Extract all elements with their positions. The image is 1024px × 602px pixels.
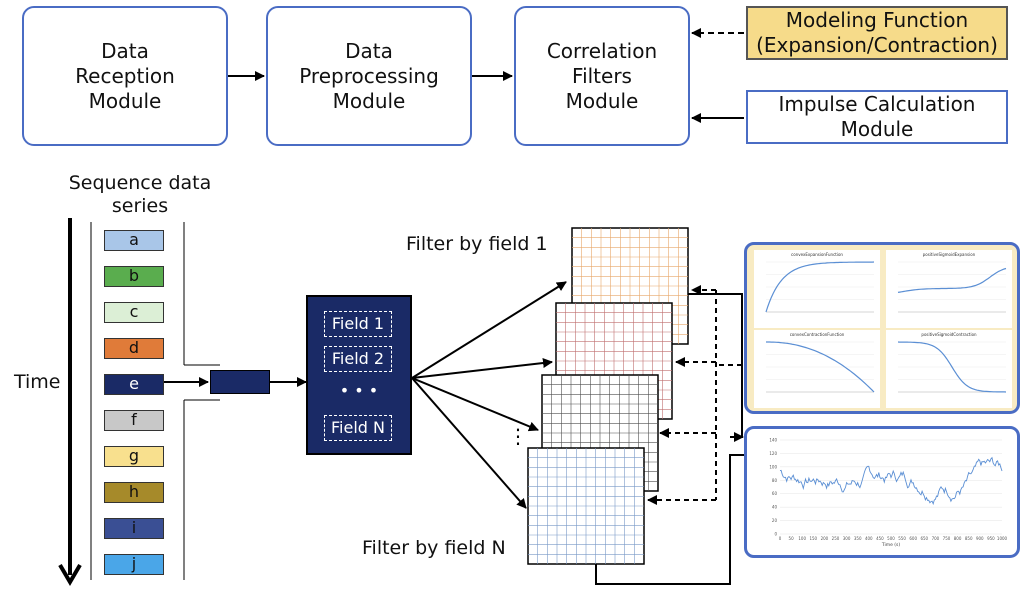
fields-panel bbox=[306, 295, 412, 455]
sequence-item-d: d bbox=[104, 338, 164, 359]
chart-sigmoid-expansion: positiveSigmoidExpansion bbox=[886, 250, 1012, 328]
impulse-calculation-label: Impulse Calculation Module bbox=[778, 92, 976, 141]
filters-vertical-dots: ⋮ bbox=[508, 424, 528, 448]
modeling-function-label: Modeling Function (Expansion/Contraction… bbox=[756, 8, 998, 57]
sequence-item-e: e bbox=[104, 374, 164, 395]
sequence-title: Sequence data series bbox=[68, 172, 212, 217]
data-reception-module: Data Reception Module bbox=[22, 6, 228, 146]
sequence-item-h: h bbox=[104, 482, 164, 503]
sequence-item-f: f bbox=[104, 410, 164, 431]
chart-title-convex-expansion: convexExpansionFunction bbox=[791, 252, 843, 257]
chart-convex-expansion: convexExpansionFunction bbox=[754, 250, 880, 328]
correlation-filters-module: Correlation Filters Module bbox=[514, 6, 690, 146]
sequence-item-g: g bbox=[104, 446, 164, 467]
impulse-chart-panel bbox=[744, 426, 1020, 558]
selected-sequence-box bbox=[210, 370, 270, 394]
data-preprocessing-module: Data Preprocessing Module bbox=[266, 6, 472, 146]
field-1: Field 1 bbox=[324, 311, 392, 337]
modeling-function-module: Modeling Function (Expansion/Contraction… bbox=[746, 6, 1008, 60]
data-preprocessing-label: Data Preprocessing Module bbox=[299, 38, 439, 113]
field-n: Field N bbox=[324, 415, 392, 441]
impulse-calculation-module: Impulse Calculation Module bbox=[746, 90, 1008, 144]
sequence-item-b: b bbox=[104, 266, 164, 287]
time-label: Time bbox=[14, 371, 61, 393]
filter-label-1: Filter by field 1 bbox=[406, 233, 548, 255]
filter-label-n: Filter by field N bbox=[362, 537, 506, 559]
chart-sigmoid-contraction: positiveSigmoidContraction bbox=[886, 330, 1012, 408]
field-2: Field 2 bbox=[324, 346, 392, 372]
data-reception-label: Data Reception Module bbox=[75, 38, 175, 113]
sequence-item-j: j bbox=[104, 554, 164, 575]
chart-title-sigmoid-expansion: positiveSigmoidExpansion bbox=[922, 252, 976, 257]
chart-convex-contraction: convexContractionFunction bbox=[754, 330, 880, 408]
sequence-item-a: a bbox=[104, 230, 164, 251]
sequence-item-i: i bbox=[104, 518, 164, 539]
sequence-item-c: c bbox=[104, 302, 164, 323]
chart-title-convex-contraction: convexContractionFunction bbox=[789, 332, 845, 337]
fields-ellipsis: • • • bbox=[339, 381, 379, 400]
chart-title-sigmoid-contraction: positiveSigmoidContraction bbox=[921, 332, 977, 337]
correlation-filters-label: Correlation Filters Module bbox=[546, 38, 658, 113]
